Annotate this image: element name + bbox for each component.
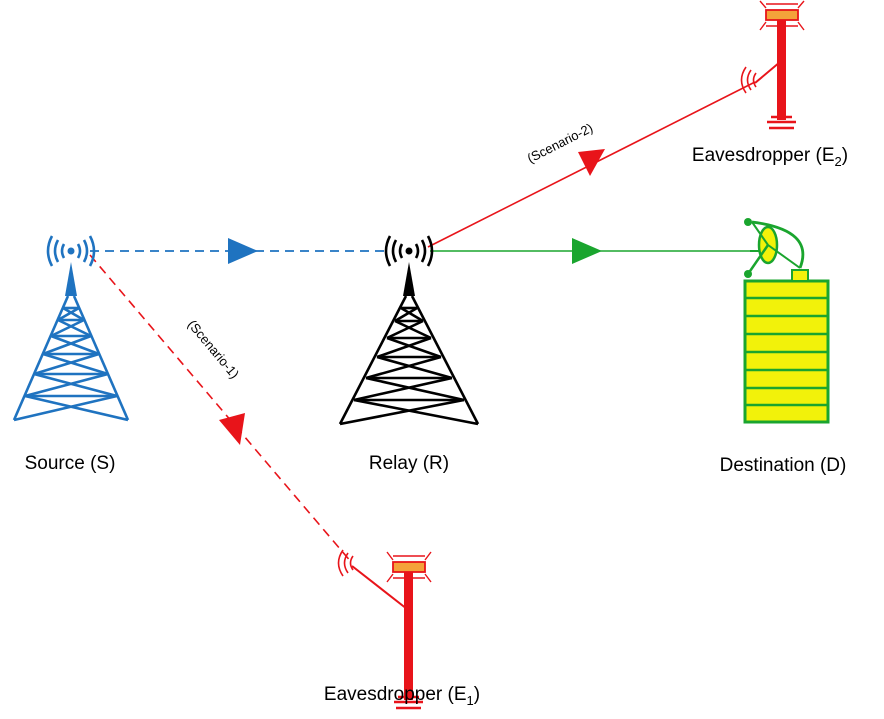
relay-tower-icon — [338, 235, 480, 426]
eavesdropper1-icon — [337, 549, 432, 710]
eavesdropper1-label: Eavesdropper (E1) — [324, 684, 480, 708]
source-tower-icon — [12, 235, 130, 422]
eavesdropper1-label-main: Eavesdropper (E — [324, 684, 467, 705]
relay-label: Relay (R) — [369, 453, 449, 474]
eavesdropper2-label-main: Eavesdropper (E — [692, 145, 835, 166]
eavesdropper1-label-sub: 1 — [467, 693, 474, 708]
scenario1-label: (Scenario-1) — [185, 317, 242, 381]
arrow-relay-eve2 — [578, 149, 605, 176]
eavesdropper2-label-sub: 2 — [835, 154, 842, 169]
eavesdropper2-icon — [740, 0, 805, 130]
link-source-eve1 — [89, 254, 353, 564]
destination-label: Destination (D) — [720, 455, 847, 476]
eavesdropper2-label-end: ) — [842, 145, 848, 166]
arrow-source-eve1 — [219, 413, 245, 445]
eavesdropper1-label-end: ) — [474, 684, 480, 705]
source-label: Source (S) — [25, 453, 116, 474]
destination-building-icon — [743, 218, 830, 424]
eavesdropper2-label: Eavesdropper (E2) — [692, 145, 848, 169]
arrow-source-relay — [228, 238, 258, 264]
arrow-relay-destination — [572, 238, 602, 264]
